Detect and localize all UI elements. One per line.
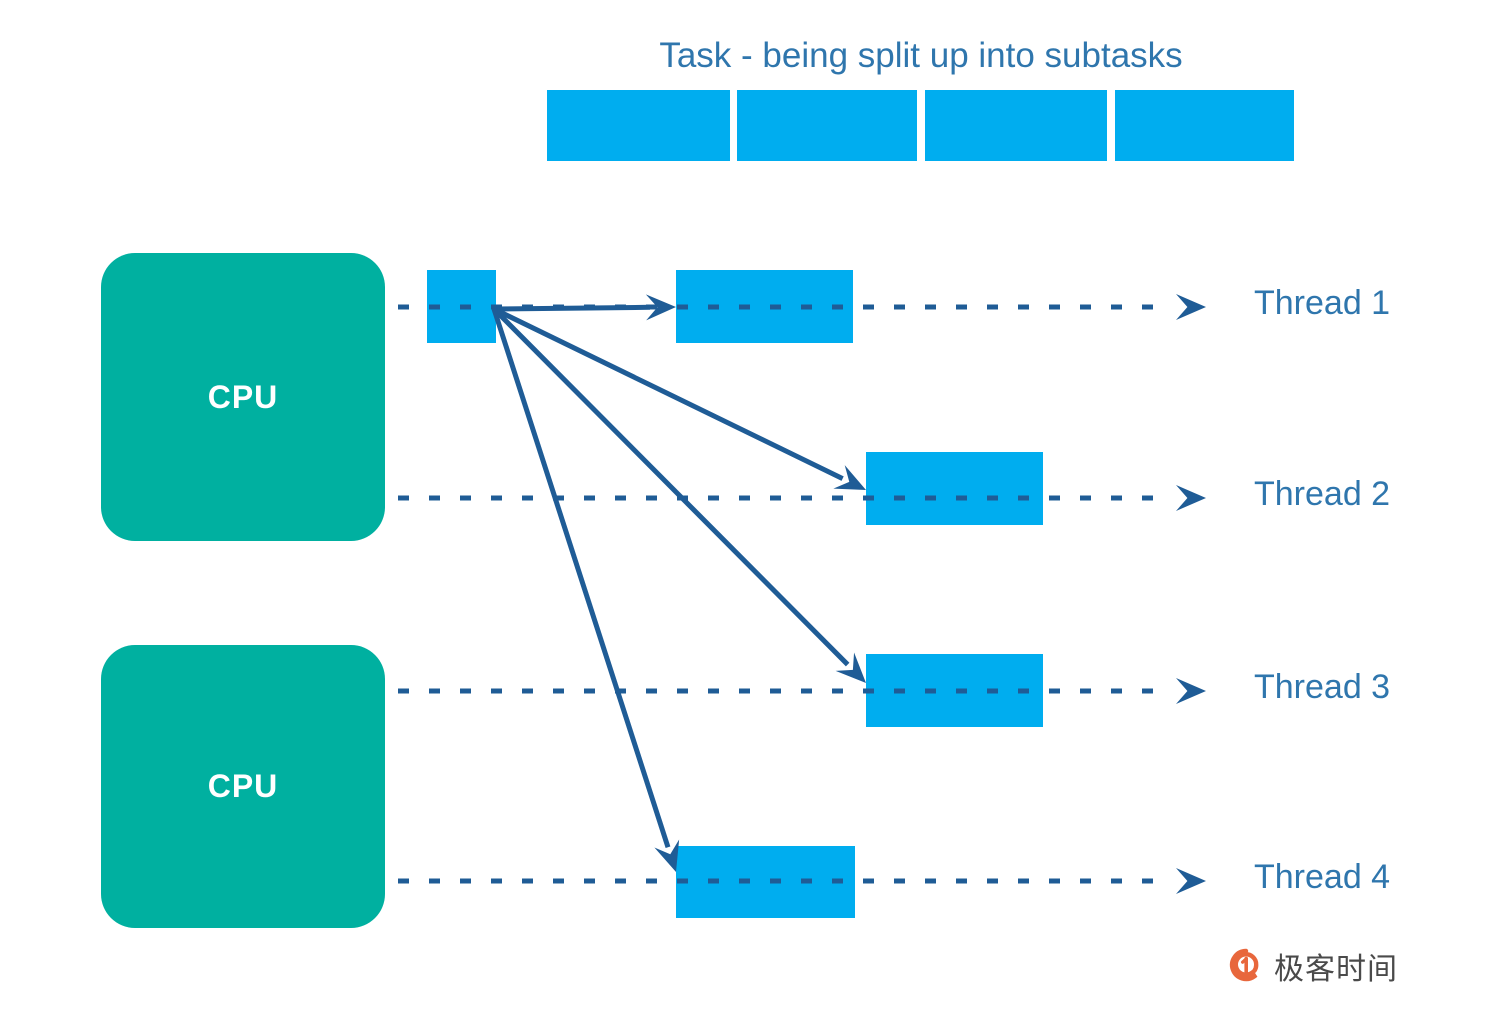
watermark-text: 极客时间 — [1274, 952, 1398, 987]
subtask-box-2 — [737, 90, 917, 161]
thread-lane-arrowhead-3 — [1176, 678, 1206, 704]
thread-chunk-4 — [676, 846, 855, 918]
geektime-logo-icon — [1228, 948, 1264, 984]
cpu-block-2: CPU — [101, 645, 385, 928]
subtask-box-4 — [1115, 90, 1294, 161]
cpu-label: CPU — [207, 768, 279, 804]
fan-arrow-head-1 — [645, 294, 676, 321]
subtask-box-3 — [925, 90, 1107, 161]
thread-chunk-2 — [866, 452, 1043, 525]
thread-label-3: Thread 3 — [1254, 668, 1391, 706]
subtask-box-1 — [547, 90, 730, 161]
cpu-label: CPU — [207, 378, 279, 415]
fan-arrow-head-3 — [835, 652, 866, 683]
fan-arrow-line-4 — [491, 308, 671, 849]
watermark: 极客时间 — [1228, 944, 1398, 988]
thread-lane-arrowhead-1 — [1176, 294, 1206, 320]
thread-label-4: Thread 4 — [1254, 858, 1391, 896]
thread-lane-arrowhead-2 — [1176, 485, 1206, 511]
fan-arrow-head-2 — [833, 465, 866, 490]
fan-arrow-line-3 — [492, 307, 850, 667]
thread-label-2: Thread 2 — [1254, 475, 1391, 513]
cpu-block-1: CPU — [101, 253, 385, 541]
fan-arrow-line-2 — [492, 306, 844, 481]
fan-arrow-line-1 — [493, 304, 651, 312]
fan-arrow-head-4 — [654, 839, 680, 872]
thread-chunk-1 — [676, 270, 853, 343]
fan-arrow-group — [491, 294, 866, 872]
thread-label-1: Thread 1 — [1254, 284, 1391, 322]
page-title: Task - being split up into subtasks — [659, 36, 1183, 75]
thread-lane-arrowhead-4 — [1176, 868, 1206, 894]
